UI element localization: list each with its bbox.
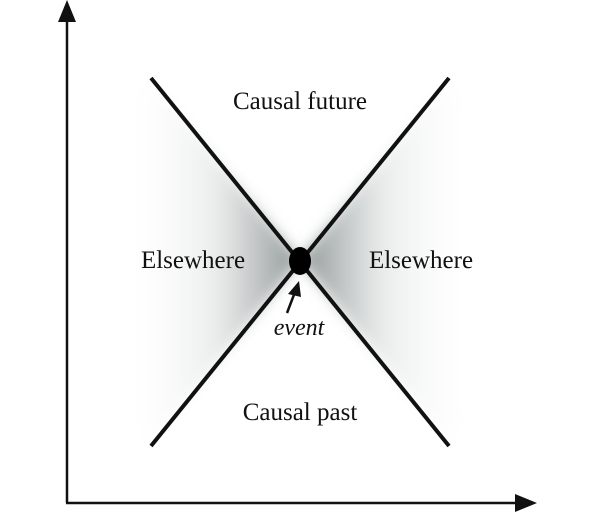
elsewhere-left-shading	[122, 78, 300, 444]
causal-past-label: Causal past	[243, 399, 358, 426]
event-pointer-arrowhead	[288, 281, 301, 297]
horizontal-axis-arrowhead	[515, 494, 537, 512]
event-label: event	[274, 315, 326, 341]
event-pointer-arrow	[285, 291, 297, 314]
elsewhere-right-label: Elsewhere	[369, 247, 473, 274]
event-point	[289, 247, 311, 275]
elsewhere-right-shading	[300, 78, 478, 444]
vertical-axis-arrowhead	[58, 0, 76, 22]
elsewhere-left-label: Elsewhere	[141, 247, 245, 274]
causal-future-label: Causal future	[233, 88, 367, 115]
